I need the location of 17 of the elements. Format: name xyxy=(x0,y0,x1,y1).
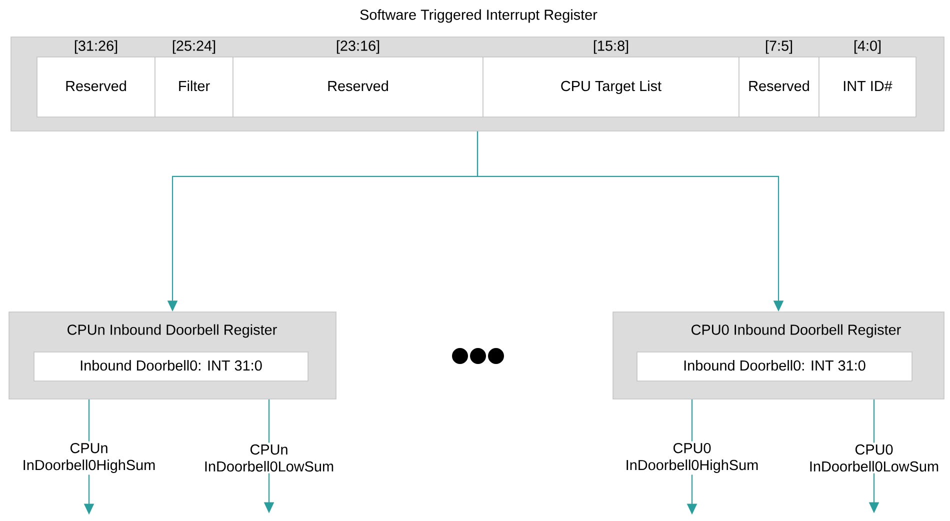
bit-range-label: [23:16] xyxy=(336,40,380,54)
bit-range-label: [7:5] xyxy=(766,40,792,54)
bit-range-label: [31:26] xyxy=(74,40,118,54)
node-label: Software Triggered Interrupt Register xyxy=(360,9,598,23)
field-box: Inbound Doorbell0: INT 31:0 xyxy=(34,352,308,382)
bit-field-cell: INT ID# xyxy=(818,56,916,118)
signal-label: CPU0 InDoorbell0LowSum xyxy=(810,444,938,472)
signal-label: CPU0 InDoorbell0HighSum xyxy=(626,442,758,473)
field-box: Inbound Doorbell0: INT 31:0 xyxy=(636,352,912,382)
bit-field-cell: Reserved xyxy=(36,56,156,118)
signal-label: CPUn InDoorbell0HighSum xyxy=(24,442,155,473)
bit-field-cell: Filter xyxy=(154,56,234,118)
bit-field-cell: Reserved xyxy=(738,56,820,118)
bit-range-label: [15:8] xyxy=(594,40,628,54)
bit-range-label: [4:0] xyxy=(854,40,881,54)
signal-label: CPUn InDoorbell0LowSum xyxy=(205,444,334,472)
bit-range-label: [25:24] xyxy=(172,40,216,54)
